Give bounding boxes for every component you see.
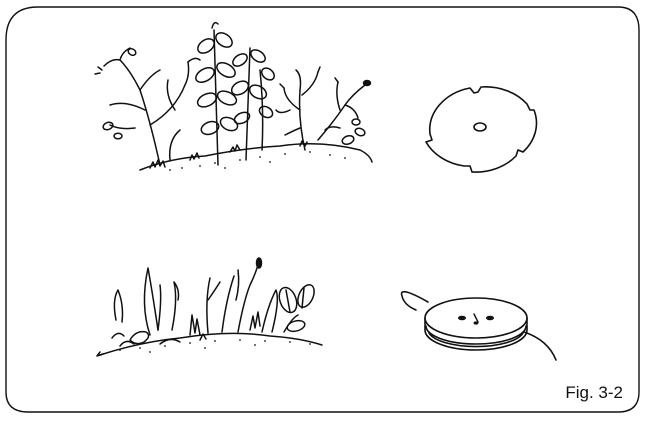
blade-center-hole: [474, 123, 486, 131]
grass-illustration-icon: [97, 258, 322, 356]
bush-illustration-icon: [95, 23, 372, 171]
figure-caption: Fig. 3-2: [565, 383, 623, 403]
trimmer-line-spool-icon: [402, 292, 556, 360]
figure-border: [6, 7, 639, 412]
four-tooth-blade-icon: [426, 87, 536, 172]
